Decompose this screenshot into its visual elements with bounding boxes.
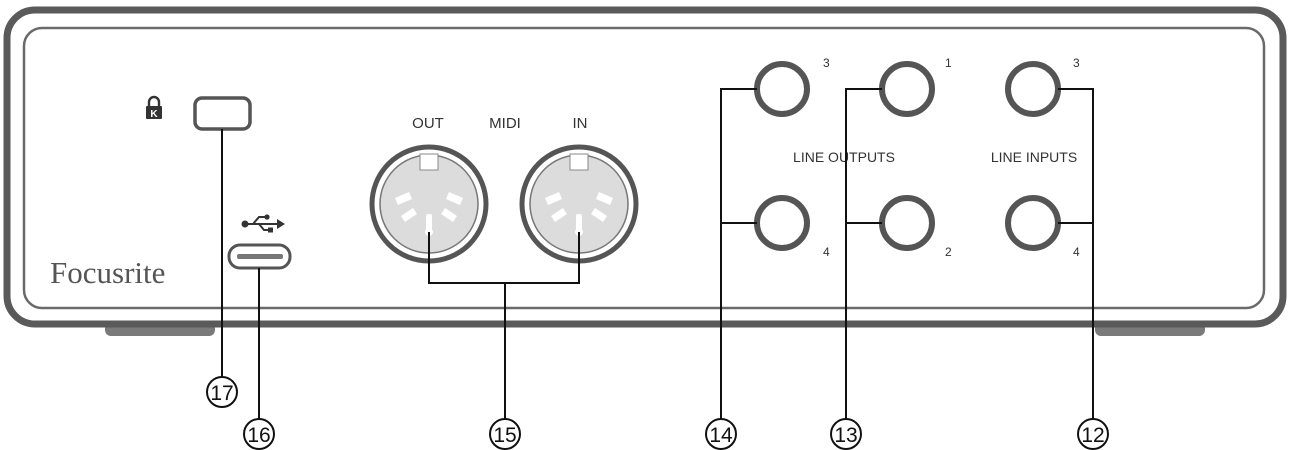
svg-text:12: 12 — [1081, 424, 1104, 447]
svg-text:16: 16 — [247, 424, 270, 447]
line-outputs-label: LINE OUTPUTS — [793, 149, 895, 165]
line-output-2-number: 2 — [945, 245, 952, 259]
callout-15: 15 — [489, 418, 521, 450]
line-output-2-jack[interactable] — [879, 195, 935, 251]
brand-logo-text: Focusrite — [50, 255, 165, 290]
svg-text:15: 15 — [493, 424, 516, 447]
line-inputs-label: LINE INPUTS — [991, 149, 1077, 165]
svg-text:K: K — [150, 109, 158, 120]
chassis-inner-panel — [22, 26, 1266, 310]
callout-17: 17 — [206, 376, 238, 408]
svg-text:17: 17 — [210, 382, 233, 405]
usb-icon — [241, 214, 285, 233]
line-output-4-jack[interactable] — [754, 195, 810, 251]
line-input-4-jack[interactable] — [1005, 195, 1061, 251]
callout-16: 16 — [243, 418, 275, 450]
line-output-4-number: 4 — [823, 245, 830, 259]
line-input-3-jack[interactable] — [1005, 61, 1061, 117]
callout-leader-lines — [221, 88, 1094, 421]
usb-port-contacts — [237, 254, 283, 259]
callout-13: 13 — [830, 418, 862, 450]
kensington-lock-slot[interactable] — [193, 96, 252, 131]
svg-text:13: 13 — [834, 424, 857, 447]
kensington-lock-icon: K — [146, 95, 162, 120]
midi-section-label: MIDI — [489, 115, 521, 132]
line-output-3-jack[interactable] — [754, 61, 810, 117]
line-input-4-number: 4 — [1073, 245, 1080, 259]
callout-12: 12 — [1077, 418, 1109, 450]
line-output-3-number: 3 — [823, 56, 830, 70]
svg-text:14: 14 — [709, 424, 733, 447]
line-output-1-number: 1 — [945, 56, 952, 70]
midi-out-label: OUT — [412, 115, 444, 132]
callout-14: 14 — [705, 418, 737, 450]
midi-in-label: IN — [573, 115, 588, 132]
midi-in-connector[interactable] — [519, 144, 639, 264]
line-output-1-jack[interactable] — [879, 61, 935, 117]
line-input-3-number: 3 — [1073, 56, 1080, 70]
